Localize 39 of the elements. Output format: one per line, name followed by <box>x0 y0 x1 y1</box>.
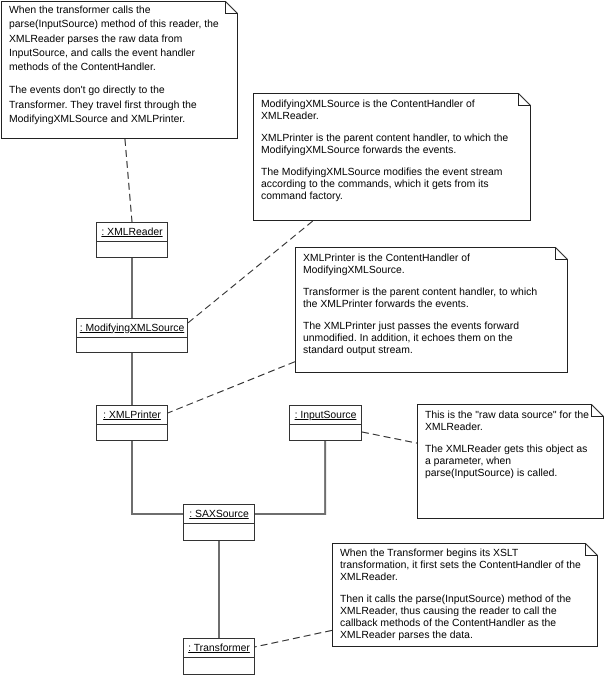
note <box>332 543 598 647</box>
object-name: : Transformer <box>188 642 250 654</box>
note-text: XMLPrinter is the ContentHandler of ModifyingXMLSource. <box>303 253 471 277</box>
note-anchor-line <box>124 138 132 222</box>
note-anchor-line <box>168 361 296 414</box>
object-name: : ModifyingXMLSource <box>80 322 184 334</box>
note-text: This is the "raw data source" for the XMLReader. <box>425 410 590 434</box>
note-text: When the Transformer begins its XSLT transformation, it first sets the ContentHandler of the XMLReader. <box>340 548 582 584</box>
object-name: : XMLReader <box>101 226 163 238</box>
object-box <box>289 405 362 441</box>
note-text: When the transformer calls the parse(InputSource) method of this reader, the XMLReader parses the raw data from InputSource, and calls the event handler methods of the ContentHandler. <box>9 4 220 76</box>
object-box <box>76 318 188 353</box>
note <box>253 93 531 221</box>
object-box <box>183 638 255 675</box>
note-text: The XMLReader gets this object as a parameter, when parse(InputSource) is called. <box>425 444 588 480</box>
association-line <box>131 258 133 318</box>
association-line <box>131 353 133 405</box>
object-box <box>96 222 168 258</box>
note-text: The XMLPrinter just passes the events forward unmodified. In addition, it echoes them on the standard output stream. <box>303 321 520 357</box>
note-text: Transformer is the parent content handler, to which the XMLPrinter forwards the events. <box>303 287 538 311</box>
note-text: The ModifyingXMLSource modifies the event stream according to the commands, which it gets from its command factory. <box>261 167 504 203</box>
note-anchor-line <box>188 220 314 324</box>
association-line <box>255 441 326 515</box>
object-box <box>183 504 255 541</box>
note-anchor-line <box>254 630 332 648</box>
note <box>1 1 238 139</box>
object-box <box>96 405 168 441</box>
note-text: Then it calls the parse(InputSource) method of the XMLReader, thus causing the reader to call the callback methods of the ContentHandler as the XMLReader parses the data. <box>340 594 572 642</box>
object-name: : XMLPrinter <box>103 408 161 422</box>
note-text: The events don't go directly to the Transformer. They travel first through the ModifyingXMLSource and XMLPrinter. <box>9 84 198 128</box>
note-text: XMLPrinter is the parent content handler, to which the ModifyingXMLSource forwards the events. <box>261 133 510 157</box>
object-name: : InputSource <box>294 408 356 422</box>
note <box>295 247 568 373</box>
association-line <box>218 541 220 638</box>
association-line <box>131 441 183 515</box>
note-anchor-line <box>362 432 418 444</box>
note-text: ModifyingXMLSource is the ContentHandler of XMLReader. <box>261 99 476 123</box>
note <box>417 404 604 519</box>
object-name: : SAXSource <box>189 508 249 520</box>
